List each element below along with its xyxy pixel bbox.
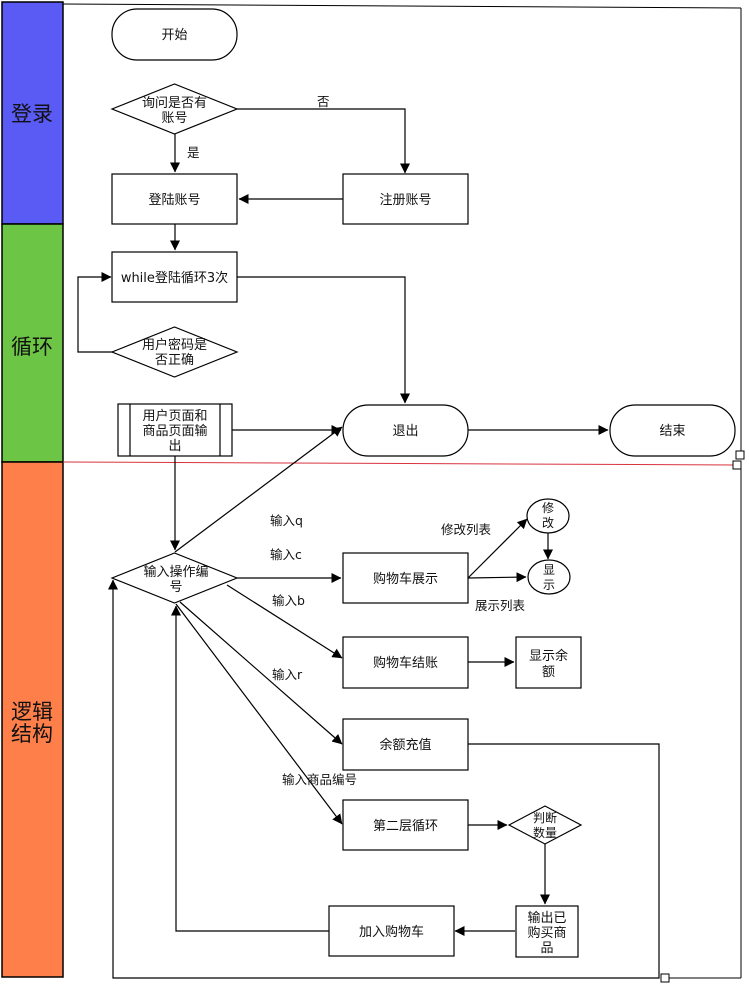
edge-label-input-r: 输入r (272, 667, 303, 682)
node-second-loop-label: 第二层循环 (373, 819, 438, 834)
node-output-bought-label-2: 购买商 (527, 925, 566, 941)
frame (62, 3, 742, 979)
node-ask-account[interactable]: 询问是否有 账号 (110, 83, 239, 135)
lane-logic: 逻辑 结构 (1, 461, 64, 978)
edge-label-show-list: 展示列表 (475, 598, 526, 613)
node-judge-quantity[interactable]: 判断 数量 (507, 805, 583, 845)
edge-labels: 否 是 输入q 输入c 输入b 输入r 输入商品编号 修改列表 展示列表 (187, 94, 526, 787)
node-add-cart[interactable]: 加入购物车 (328, 905, 455, 957)
node-register[interactable]: 注册账号 (342, 173, 469, 225)
node-page-output-label-1: 用户页面和 (142, 408, 207, 424)
node-page-output-label-2: 商品页面输 (142, 423, 207, 439)
node-modify-label-1: 修 (542, 500, 554, 515)
node-show-balance-label-1: 显示余 (529, 648, 568, 664)
node-modify[interactable]: 修 改 (526, 498, 570, 534)
lane-login-label: 登录 (11, 102, 53, 126)
node-display-label-2: 示 (543, 578, 555, 592)
node-add-cart-label: 加入购物车 (359, 924, 424, 940)
node-cart-show[interactable]: 购物车展示 (342, 552, 469, 604)
node-while-loop[interactable]: while登陆循环3次 (111, 251, 238, 303)
edge-label-no: 否 (317, 94, 330, 109)
node-end-label: 结束 (659, 424, 685, 439)
handle-mid[interactable] (732, 460, 742, 470)
node-display[interactable]: 显 示 (527, 559, 571, 595)
node-register-label: 注册账号 (379, 193, 431, 208)
node-password-check-label-2: 否正确 (155, 353, 194, 368)
lane-login: 登录 (1, 1, 64, 225)
lane-loop: 循环 (1, 223, 64, 463)
edge-label-input-c: 输入c (270, 547, 302, 562)
node-quit[interactable]: 退出 (342, 404, 469, 457)
node-cart-show-label: 购物车展示 (373, 571, 438, 587)
node-show-balance-label-2: 额 (542, 665, 555, 680)
connectors (77, 108, 660, 979)
edge-label-input-b: 输入b (272, 593, 305, 608)
edge-label-input-q: 输入q (270, 513, 303, 528)
handle-bottom[interactable] (660, 973, 670, 983)
node-input-operation-label-2: 号 (169, 580, 182, 595)
node-while-loop-label: while登陆循环3次 (121, 270, 228, 286)
node-output-bought-label-1: 输出已 (527, 910, 566, 926)
node-checkout[interactable]: 购物车结账 (342, 636, 469, 689)
lane-logic-label-line2: 结构 (11, 722, 53, 746)
node-password-check-label-1: 用户密码是 (142, 337, 207, 353)
node-login[interactable]: 登陆账号 (111, 173, 238, 225)
handle-top[interactable] (735, 450, 745, 460)
node-recharge[interactable]: 余额充值 (342, 718, 469, 771)
node-judge-quantity-label-2: 数量 (533, 825, 557, 840)
node-modify-label-2: 改 (542, 516, 554, 530)
node-display-label-1: 显 (543, 563, 555, 577)
node-output-bought-label-3: 品 (540, 941, 553, 956)
lane-loop-label: 循环 (11, 335, 53, 359)
node-judge-quantity-label-1: 判断 (533, 810, 557, 825)
lane-logic-label-line1: 逻辑 (11, 700, 53, 724)
node-password-check[interactable]: 用户密码是 否正确 (110, 326, 239, 378)
node-start-label: 开始 (161, 28, 187, 43)
node-input-operation[interactable]: 输入操作编 号 (110, 552, 239, 604)
lane-divider-red (62, 461, 737, 466)
node-input-operation-label-1: 输入操作编 (143, 564, 208, 580)
node-start[interactable]: 开始 (111, 8, 238, 61)
edge-label-yes: 是 (187, 145, 200, 160)
node-second-loop[interactable]: 第二层循环 (342, 799, 469, 851)
node-checkout-label: 购物车结账 (373, 655, 438, 671)
node-quit-label: 退出 (392, 424, 418, 439)
node-page-output[interactable]: 用户页面和 商品页面输 出 (117, 403, 233, 457)
node-end[interactable]: 结束 (609, 404, 736, 457)
node-recharge-label: 余额充值 (379, 737, 431, 753)
node-ask-account-label-1: 询问是否有 (142, 96, 207, 111)
node-output-bought[interactable]: 输出已 购买商 品 (515, 905, 579, 958)
edge-label-modify-list: 修改列表 (441, 522, 492, 537)
node-login-label: 登陆账号 (148, 192, 200, 208)
node-page-output-label-3: 出 (168, 439, 181, 454)
node-ask-account-label-2: 账号 (161, 111, 187, 126)
edge-label-input-product: 输入商品编号 (282, 772, 357, 787)
node-show-balance[interactable]: 显示余 额 (515, 636, 582, 689)
